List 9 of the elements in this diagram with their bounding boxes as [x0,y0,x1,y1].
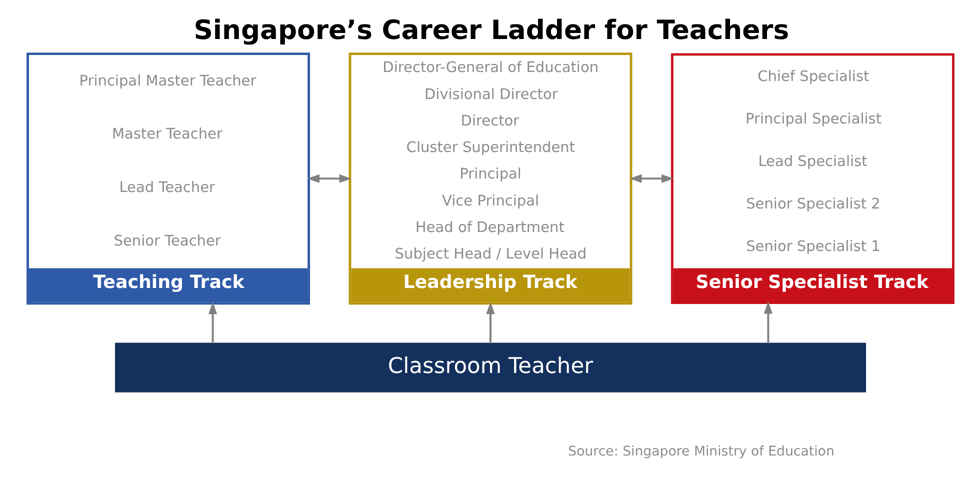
arrow [486,301,494,343]
node-box: Director-General of Education Divisional Director Director Cluster Superintendent Principal Vice Principal Head of Department Subject Head / Level Head Leadership Track [348,52,632,304]
label: Source: Singapore Ministry of Education [568,444,834,460]
arrow [763,300,772,343]
diagram-title: Singapore’s Career Ladder for Teachers [193,14,789,46]
arrow [306,174,352,182]
node-box: Classroom Teacher [114,342,866,392]
arrow [628,174,674,182]
arrow [208,301,217,343]
